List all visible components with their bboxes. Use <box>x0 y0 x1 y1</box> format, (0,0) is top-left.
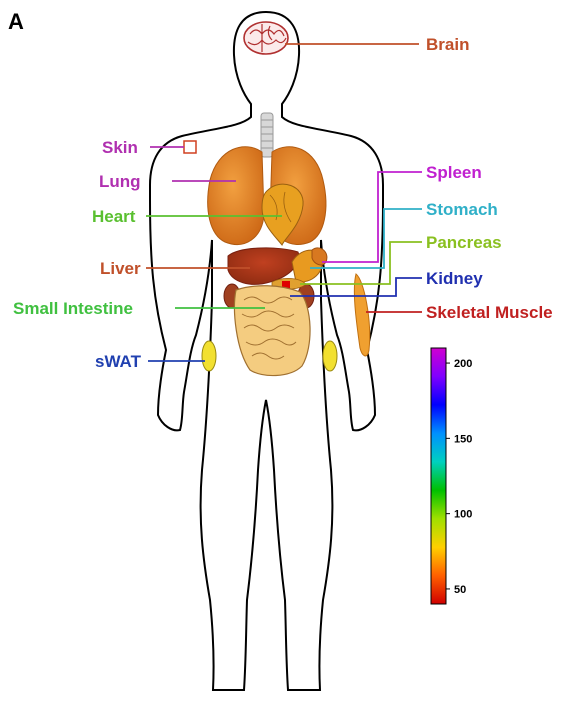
panel-label: A <box>8 9 24 34</box>
colorbar-tick-label: 200 <box>454 358 472 370</box>
label-kidney: Kidney <box>426 269 483 288</box>
small-intestine-organ <box>235 286 311 376</box>
brain-organ <box>244 22 288 54</box>
colorbar-tick-label: 150 <box>454 433 472 445</box>
colorbar-ticks: 200 150 100 50 <box>446 358 472 596</box>
colorbar: 200 150 100 50 <box>431 348 472 604</box>
label-heart: Heart <box>92 207 136 226</box>
label-small-intestine: Small Intestine <box>13 299 133 318</box>
trachea <box>261 113 273 157</box>
label-skin: Skin <box>102 138 138 157</box>
label-liver: Liver <box>100 259 141 278</box>
label-spleen: Spleen <box>426 163 482 182</box>
label-skeletal-muscle: Skeletal Muscle <box>426 303 553 322</box>
colorbar-scale <box>431 348 446 604</box>
colorbar-tick-label: 100 <box>454 509 472 521</box>
label-stomach: Stomach <box>426 200 498 219</box>
label-pancreas: Pancreas <box>426 233 502 252</box>
label-lung: Lung <box>99 172 141 191</box>
colorbar-tick-label: 50 <box>454 584 466 596</box>
label-swat: sWAT <box>95 352 142 371</box>
label-brain: Brain <box>426 35 469 54</box>
